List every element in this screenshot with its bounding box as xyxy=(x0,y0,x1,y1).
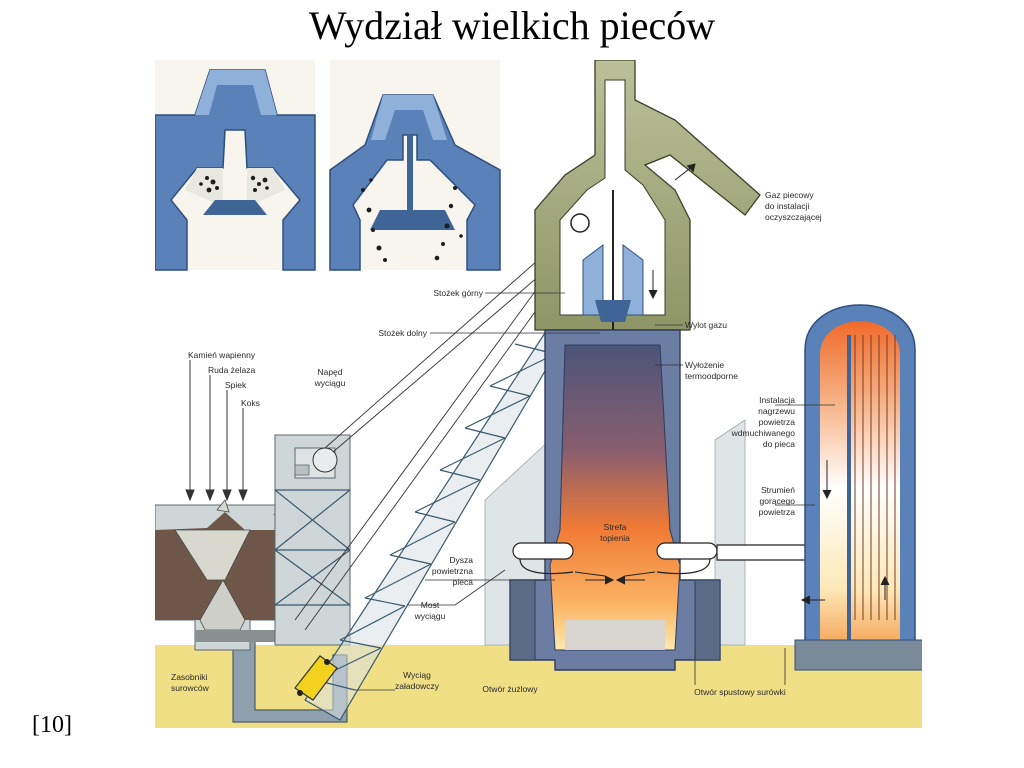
label-coke: Koks xyxy=(241,398,260,408)
label-slag-notch: Otwór żużlowy xyxy=(482,684,538,694)
charging-bell-detail-open xyxy=(329,60,501,271)
label-gas-outlet: Wylot gazu xyxy=(685,320,727,330)
material-input-arrows xyxy=(185,360,248,502)
label-iron-ore: Ruda żelaza xyxy=(208,365,256,375)
label-lower-cone: Stożek dolny xyxy=(378,328,427,338)
leader-lines xyxy=(355,292,835,691)
furnace-top-gas-dome xyxy=(534,60,761,340)
falling-charge-particles xyxy=(361,178,463,262)
citation: [10] xyxy=(32,712,72,738)
checker-bricks xyxy=(854,335,896,620)
label-sinter: Spiek xyxy=(225,380,247,390)
hot-blast-stove xyxy=(794,304,922,671)
raw-material-bins xyxy=(155,499,277,651)
label-upper-cone: Stożek górny xyxy=(433,288,483,298)
label-limestone: Kamień wapienny xyxy=(188,350,256,360)
hoist-tower xyxy=(274,434,351,646)
flow-arrows xyxy=(585,163,890,605)
top-pulley xyxy=(570,213,590,233)
label-tap-hole: Otwór spustowy surówki xyxy=(694,687,786,697)
charging-bell-detail-closed xyxy=(155,60,316,271)
skip-car xyxy=(294,655,338,701)
slide-title: Wydział wielkich pieców xyxy=(308,3,716,48)
charge-particles xyxy=(199,175,269,193)
furnace-shaft xyxy=(509,329,721,671)
